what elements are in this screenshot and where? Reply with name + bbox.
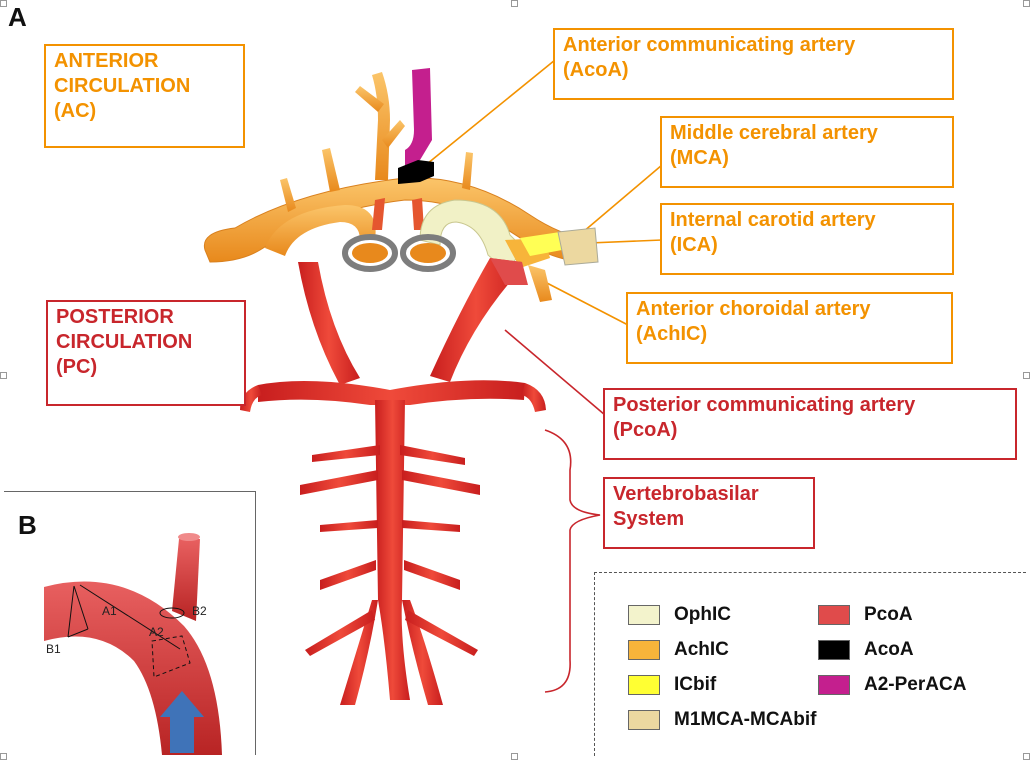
legend-item-ophic: OphIC — [628, 604, 731, 626]
acoa-box: Anterior communicating artery (AcoA) — [553, 28, 954, 100]
legend-label: A2-PerACA — [864, 674, 967, 695]
corner-handle — [0, 0, 7, 7]
label-line: (AC) — [54, 100, 97, 122]
inset-label-a2: A2 — [149, 625, 164, 639]
legend-swatch — [628, 605, 660, 625]
legend-label: PcoA — [864, 604, 913, 625]
posterior-circulation-box: POSTERIOR CIRCULATION (PC) — [46, 300, 246, 406]
label-line: (ICA) — [670, 234, 718, 256]
corner-handle — [511, 0, 518, 7]
label-line: (PC) — [56, 356, 98, 378]
label-line: (PcoA) — [613, 419, 678, 441]
ica-box: Internal carotid artery (ICA) — [660, 203, 954, 275]
label-line: Internal carotid artery — [670, 209, 876, 231]
legend-swatch — [818, 675, 850, 695]
legend-label: M1MCA-MCAbif — [674, 709, 817, 730]
panel-label-a: A — [8, 2, 27, 32]
legend-swatch — [818, 605, 850, 625]
legend-swatch — [628, 710, 660, 730]
posterior-arteries — [240, 258, 546, 705]
anterior-circulation-box: ANTERIOR CIRCULATION (AC) — [44, 44, 245, 148]
legend-panel — [594, 572, 1026, 756]
inset-label-b1: B1 — [46, 642, 61, 656]
label-line: (MCA) — [670, 147, 729, 169]
label-line: POSTERIOR — [56, 306, 174, 328]
legend-label: OphIC — [674, 604, 731, 625]
label-line: (AcoA) — [563, 59, 629, 81]
inset-label-a1: A1 — [102, 604, 117, 618]
inset-label-b2: B2 — [192, 604, 207, 618]
label-line: Vertebrobasilar — [613, 483, 759, 505]
legend-item-acoa: AcoA — [818, 639, 914, 661]
label-line: (AchIC) — [636, 323, 708, 345]
vertebrobasilar-box: Vertebrobasilar System — [603, 477, 815, 549]
legend-item-pcoa: PcoA — [818, 604, 913, 626]
legend-swatch — [818, 640, 850, 660]
leader-lines — [421, 59, 663, 693]
legend-item-m1mca: M1MCA-MCAbif — [628, 709, 816, 731]
legend-item-achic: AchIC — [628, 639, 729, 661]
label-line: System — [613, 508, 685, 530]
corner-handle — [0, 372, 7, 379]
legend-swatch — [628, 675, 660, 695]
bifurcation-inset-illustration: B1 A1 A2 B2 — [44, 533, 222, 755]
pcoa-box: Posterior communicating artery (PcoA) — [603, 388, 1017, 460]
legend-item-a2-peraca: A2-PerACA — [818, 674, 966, 696]
panel-label-b: B — [18, 510, 37, 540]
label-line: CIRCULATION — [54, 75, 191, 97]
legend-swatch — [628, 640, 660, 660]
achic-box: Anterior choroidal artery (AchIC) — [626, 292, 953, 364]
label-line: CIRCULATION — [56, 331, 193, 353]
legend-label: AchIC — [674, 639, 729, 660]
label-line: Posterior communicating artery — [613, 394, 916, 416]
label-line: Anterior communicating artery — [563, 34, 856, 56]
legend-item-icbif: ICbif — [628, 674, 716, 696]
inset-panel-b — [4, 491, 256, 755]
mca-box: Middle cerebral artery (MCA) — [660, 116, 954, 188]
label-line: Middle cerebral artery — [670, 122, 878, 144]
legend-label: ICbif — [674, 674, 717, 695]
legend-label: AcoA — [864, 639, 914, 660]
anterior-arteries — [203, 68, 599, 302]
label-line: ANTERIOR — [54, 50, 159, 72]
label-line: Anterior choroidal artery — [636, 298, 871, 320]
